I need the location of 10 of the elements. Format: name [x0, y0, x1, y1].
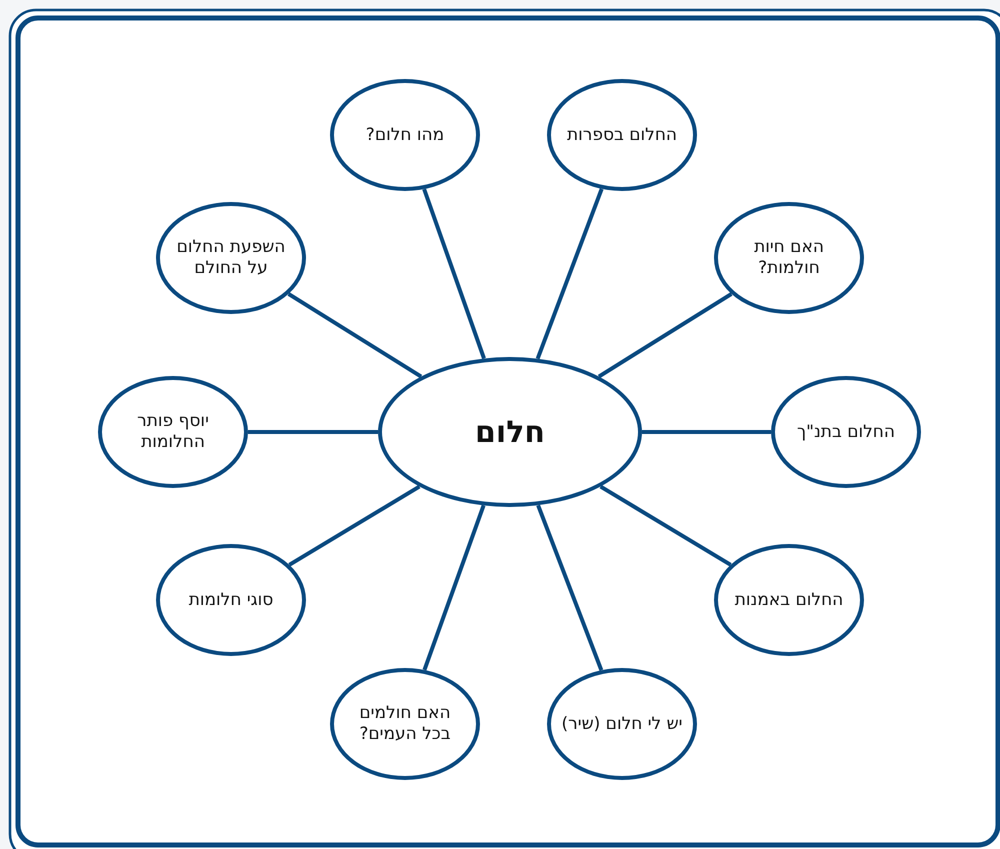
- connector-line: [600, 484, 732, 567]
- connector-line: [598, 292, 732, 378]
- connector-line: [642, 430, 771, 434]
- connector-line: [422, 504, 486, 671]
- connector-line: [536, 188, 604, 360]
- connector-line: [536, 504, 604, 671]
- connector-line: [288, 484, 420, 567]
- connector-line: [422, 188, 486, 360]
- connector-line: [288, 292, 422, 378]
- connector-line: [248, 430, 378, 434]
